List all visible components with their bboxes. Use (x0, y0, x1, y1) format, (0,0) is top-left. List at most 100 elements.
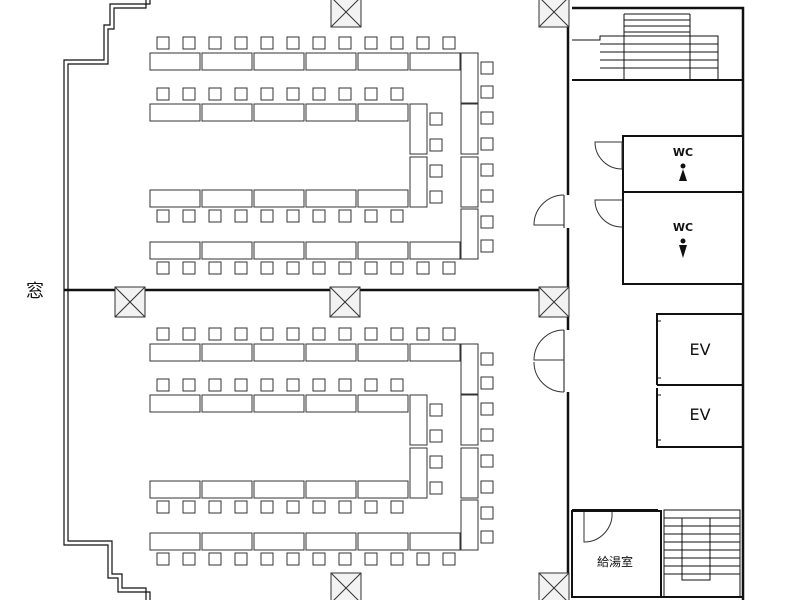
chair (208, 552, 222, 566)
table (253, 343, 305, 362)
chair (429, 403, 443, 417)
stairs-upper (572, 13, 719, 80)
pillar-cross-icon (114, 286, 146, 318)
table (460, 447, 479, 499)
table (305, 52, 357, 71)
chair (234, 87, 248, 101)
chair (156, 87, 170, 101)
chair (390, 500, 404, 514)
wc-room-lower (622, 191, 744, 285)
table (149, 241, 201, 260)
furniture (149, 36, 494, 566)
table (201, 480, 253, 499)
chair (390, 261, 404, 275)
chair (416, 261, 430, 275)
chair (182, 209, 196, 223)
door-swing-icon (594, 141, 623, 228)
chair (156, 209, 170, 223)
chair (480, 428, 494, 442)
table (460, 394, 479, 446)
male-restroom-icon (679, 238, 687, 258)
table (201, 394, 253, 413)
chair (156, 261, 170, 275)
chair (480, 506, 494, 520)
chair (480, 239, 494, 253)
chair (480, 530, 494, 544)
table (305, 189, 357, 208)
pillars (114, 0, 570, 600)
chair (312, 209, 326, 223)
chair (338, 327, 352, 341)
chair (182, 87, 196, 101)
table (253, 52, 305, 71)
chair (208, 261, 222, 275)
chair (480, 189, 494, 203)
table (149, 394, 201, 413)
chair (364, 87, 378, 101)
pillar-cross-icon (538, 286, 570, 318)
chair (312, 500, 326, 514)
chair (286, 36, 300, 50)
chair (156, 500, 170, 514)
chair (260, 36, 274, 50)
chair (338, 209, 352, 223)
meeting-room-doors (533, 194, 565, 393)
table (149, 343, 201, 362)
ev-label-lower: EV (689, 405, 710, 424)
chair (390, 552, 404, 566)
table (460, 52, 479, 104)
chair (429, 164, 443, 178)
chair (416, 36, 430, 50)
chair (480, 480, 494, 494)
chair (364, 36, 378, 50)
chair (480, 376, 494, 390)
table (201, 52, 253, 71)
table (149, 532, 201, 551)
table (409, 532, 461, 551)
table (409, 343, 461, 362)
chair (429, 455, 443, 469)
chair (234, 378, 248, 392)
chair (312, 378, 326, 392)
chair (364, 378, 378, 392)
table (305, 103, 357, 122)
chair (429, 190, 443, 204)
chair (416, 327, 430, 341)
chair (480, 111, 494, 125)
table (201, 103, 253, 122)
table (409, 241, 461, 260)
table (357, 241, 409, 260)
table (357, 52, 409, 71)
chair (364, 552, 378, 566)
table (460, 343, 479, 395)
chair (182, 36, 196, 50)
chair (338, 261, 352, 275)
chair (156, 36, 170, 50)
chair (260, 261, 274, 275)
chair (338, 36, 352, 50)
table (409, 103, 428, 155)
table (149, 52, 201, 71)
chair (338, 500, 352, 514)
chair (364, 261, 378, 275)
wc-label-upper: WC (673, 146, 693, 159)
table (357, 343, 409, 362)
chair (260, 87, 274, 101)
chair (208, 36, 222, 50)
chair (234, 500, 248, 514)
chair (312, 327, 326, 341)
chair (390, 209, 404, 223)
chair (480, 137, 494, 151)
chair (312, 261, 326, 275)
table (357, 532, 409, 551)
table (409, 156, 428, 208)
chair (182, 327, 196, 341)
chair (286, 378, 300, 392)
chair (480, 454, 494, 468)
table (253, 394, 305, 413)
chair (182, 261, 196, 275)
chair (480, 163, 494, 177)
stairs-lower (663, 509, 741, 598)
table (253, 103, 305, 122)
chair (286, 327, 300, 341)
